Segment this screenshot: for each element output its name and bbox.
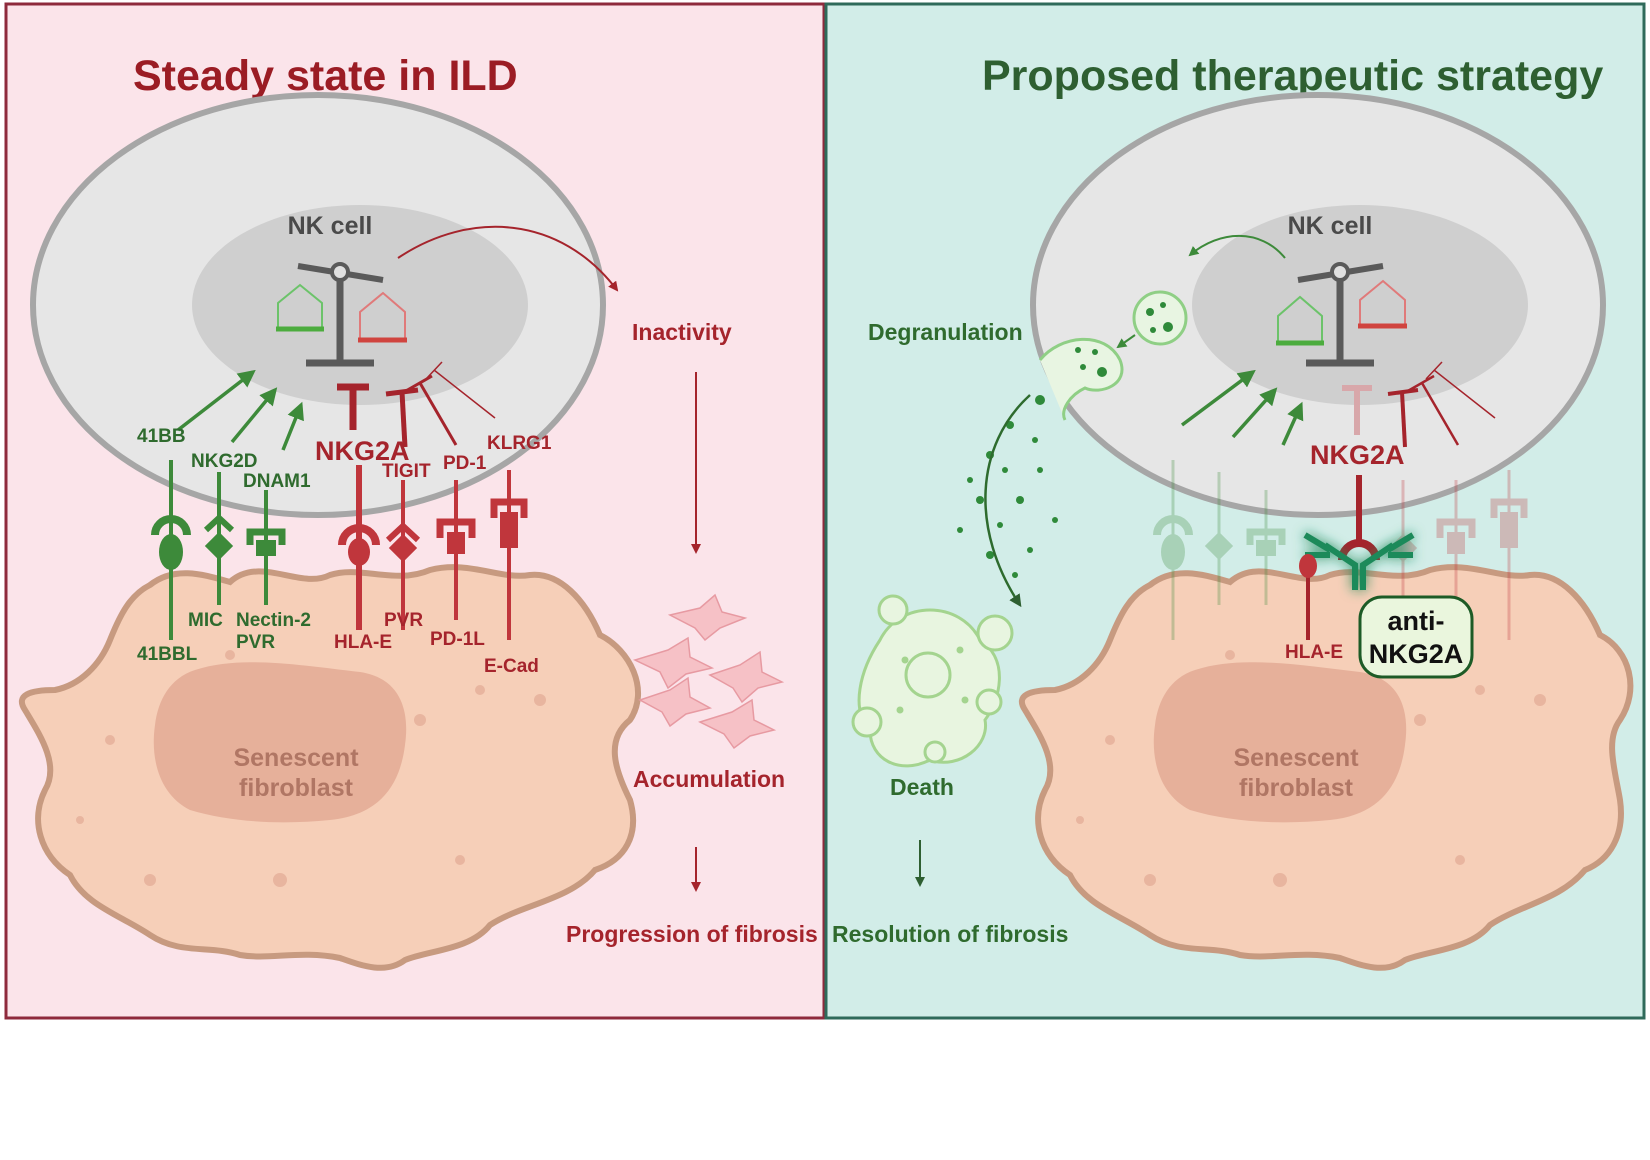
anti-nkg2a-label-1: anti- [1388, 606, 1445, 636]
label-41bbl: 41BBL [137, 644, 198, 665]
granule-vesicle-icon [1132, 290, 1188, 346]
label-nkg2d: NKG2D [191, 451, 258, 472]
left-klrg1-receptor-icon [490, 470, 528, 640]
right-arrow-to-death [984, 394, 1031, 608]
left-fibroblast-nucleus [153, 662, 407, 823]
right-fibroblast-dots [1076, 650, 1546, 887]
left-fibroblast-label-1: Senescent [233, 744, 359, 772]
right-flow-resolution: Resolution of fibrosis [832, 921, 1068, 947]
right-flow-degranulation: Degranulation [868, 319, 1023, 345]
right-balance-scale-icon [1276, 262, 1407, 367]
left-dnam1-receptor-icon [246, 490, 286, 605]
left-nk-nucleus [192, 205, 528, 405]
label-ecad: E-Cad [484, 656, 539, 677]
label-pvr-activating: PVR [236, 632, 275, 653]
left-flow-progression: Progression of fibrosis [566, 921, 818, 947]
left-nkg2d-receptor-icon [203, 472, 235, 605]
granule-particles [957, 395, 1058, 578]
label-pvr-inhibitory: PVR [384, 610, 423, 631]
left-pd1-receptor-icon [436, 480, 476, 620]
right-hla-e-ligand-icon [1299, 554, 1317, 640]
label-hla-e-left: HLA-E [334, 632, 392, 653]
right-nkg2a-receptor-icon [1338, 475, 1380, 561]
apoptotic-cell-icon [851, 594, 1014, 768]
left-activating-arrows [176, 369, 304, 451]
accumulated-fibroblasts-icon [632, 593, 785, 750]
exocytosis-icon [1038, 337, 1124, 421]
label-pd1l: PD-1L [430, 629, 485, 650]
label-klrg1: KLRG1 [487, 433, 552, 454]
label-nkg2a-right: NKG2A [1310, 440, 1405, 470]
antibody-icon [1303, 532, 1415, 590]
label-tigit: TIGIT [382, 461, 431, 482]
label-pd1: PD-1 [443, 453, 487, 474]
granule-release-arrow [1188, 235, 1286, 259]
right-activating-arrows [1180, 369, 1304, 446]
right-fibroblast-nucleus [1153, 662, 1407, 823]
left-nk-label: NK cell [288, 212, 373, 240]
left-fibroblast-dots [76, 650, 546, 887]
left-balance-scale-icon [276, 262, 407, 367]
right-inhibitory-bars [1342, 361, 1496, 448]
right-flow-death: Death [890, 774, 954, 800]
anti-nkg2a-label-2: NKG2A [1369, 639, 1464, 669]
right-title: Proposed therapeutic strategy [982, 52, 1603, 100]
left-inhibitory-bars [337, 361, 496, 448]
vesicle-arrow [1116, 334, 1136, 349]
left-fibroblast-label-2: fibroblast [239, 774, 354, 802]
right-fibroblast-label-2: fibroblast [1239, 774, 1354, 802]
anti-nkg2a-badge [1358, 595, 1474, 679]
label-41bb: 41BB [137, 426, 186, 447]
label-nectin2: Nectin-2 [236, 610, 311, 631]
label-hla-e-right: HLA-E [1285, 642, 1343, 663]
left-title: Steady state in ILD [133, 52, 518, 100]
left-arrow-to-inactivity [397, 225, 619, 292]
left-flow-inactivity: Inactivity [632, 319, 732, 345]
left-nkg2a-receptor-icon [338, 465, 380, 630]
left-41bb-receptor-icon [151, 460, 191, 640]
right-nk-label: NK cell [1288, 212, 1373, 240]
right-panel: Proposed therapeutic strategy Senescent … [824, 2, 1646, 1020]
left-panel: Steady state in ILD Senescent fibroblast… [4, 2, 826, 1020]
label-nkg2a-left: NKG2A [315, 436, 410, 466]
label-mic: MIC [188, 610, 223, 631]
left-tigit-receptor-icon [385, 480, 421, 630]
label-dnam1: DNAM1 [243, 471, 311, 492]
left-flow-accumulation: Accumulation [633, 766, 785, 792]
right-fibroblast-label-1: Senescent [1233, 744, 1359, 772]
